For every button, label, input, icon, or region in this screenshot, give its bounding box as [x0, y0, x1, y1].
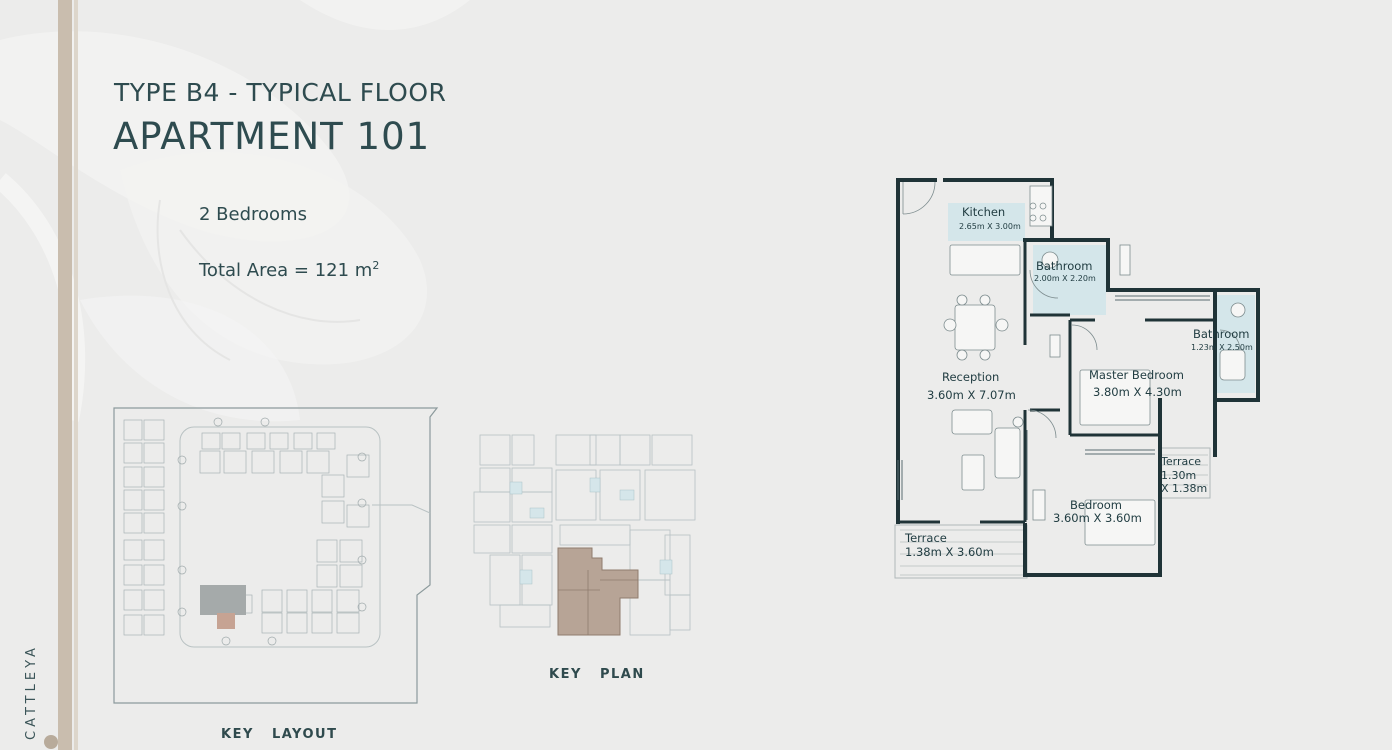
kitchen-wet-area	[948, 203, 1025, 241]
door-swings	[902, 181, 1241, 439]
bathroom-2-label: Bathroom	[1193, 327, 1249, 341]
terrace-right-label: Terrace	[1160, 455, 1201, 468]
reception-label: Reception	[942, 370, 999, 384]
accent-strip	[58, 0, 72, 750]
bathroom-2-dims: 1.23m X 2.50m	[1191, 343, 1253, 352]
accent-strip-thin	[74, 0, 78, 750]
master-bedroom-label: Master Bedroom	[1089, 368, 1184, 382]
brand-vertical-label: CATTLEYA	[24, 644, 39, 740]
apartment-floor-plan: Kitchen 2.65m X 3.00m Bathroom 2.00m X 2…	[894, 178, 1260, 579]
total-area: Total Area = 121 m2	[199, 259, 379, 281]
key-layout-caption: KEY LAYOUT	[221, 727, 338, 742]
terrace-hatch	[900, 454, 1208, 576]
bedroom-label: Bedroom	[1070, 498, 1122, 512]
page-title: APARTMENT 101	[113, 115, 431, 158]
windows	[897, 295, 1210, 520]
bedrooms-count: 2 Bedrooms	[199, 204, 307, 225]
terrace-right-dims-2: X 1.38m	[1161, 482, 1207, 495]
bedroom-dims: 3.60m X 3.60m	[1053, 511, 1142, 525]
key-plan-caption: KEY PLAN	[549, 667, 645, 682]
bathroom-1-dims: 2.00m X 2.20m	[1034, 274, 1096, 283]
terrace-left-dims: 1.38m X 3.60m	[905, 545, 994, 559]
total-area-value: Total Area = 121 m	[199, 260, 373, 281]
page-subtitle: TYPE B4 - TYPICAL FLOOR	[114, 78, 447, 107]
kitchen-label: Kitchen	[962, 205, 1005, 219]
brand-dot-icon	[44, 735, 58, 749]
kitchen-dims: 2.65m X 3.00m	[959, 222, 1021, 231]
area-unit-superscript: 2	[372, 259, 380, 272]
kitchen-stove-icon	[1029, 202, 1047, 222]
furniture	[943, 185, 1246, 546]
key-plan-diagram	[473, 434, 696, 636]
terrace-left-label: Terrace	[904, 531, 947, 545]
master-bedroom-dims: 3.80m X 4.30m	[1093, 385, 1182, 399]
reception-dims: 3.60m X 7.07m	[927, 388, 1016, 402]
terrace-right-dims-1: 1.30m	[1161, 469, 1196, 482]
key-layout-site-plan	[113, 407, 439, 704]
interior-walls	[898, 240, 1215, 524]
bathroom-1-label: Bathroom	[1036, 259, 1092, 273]
